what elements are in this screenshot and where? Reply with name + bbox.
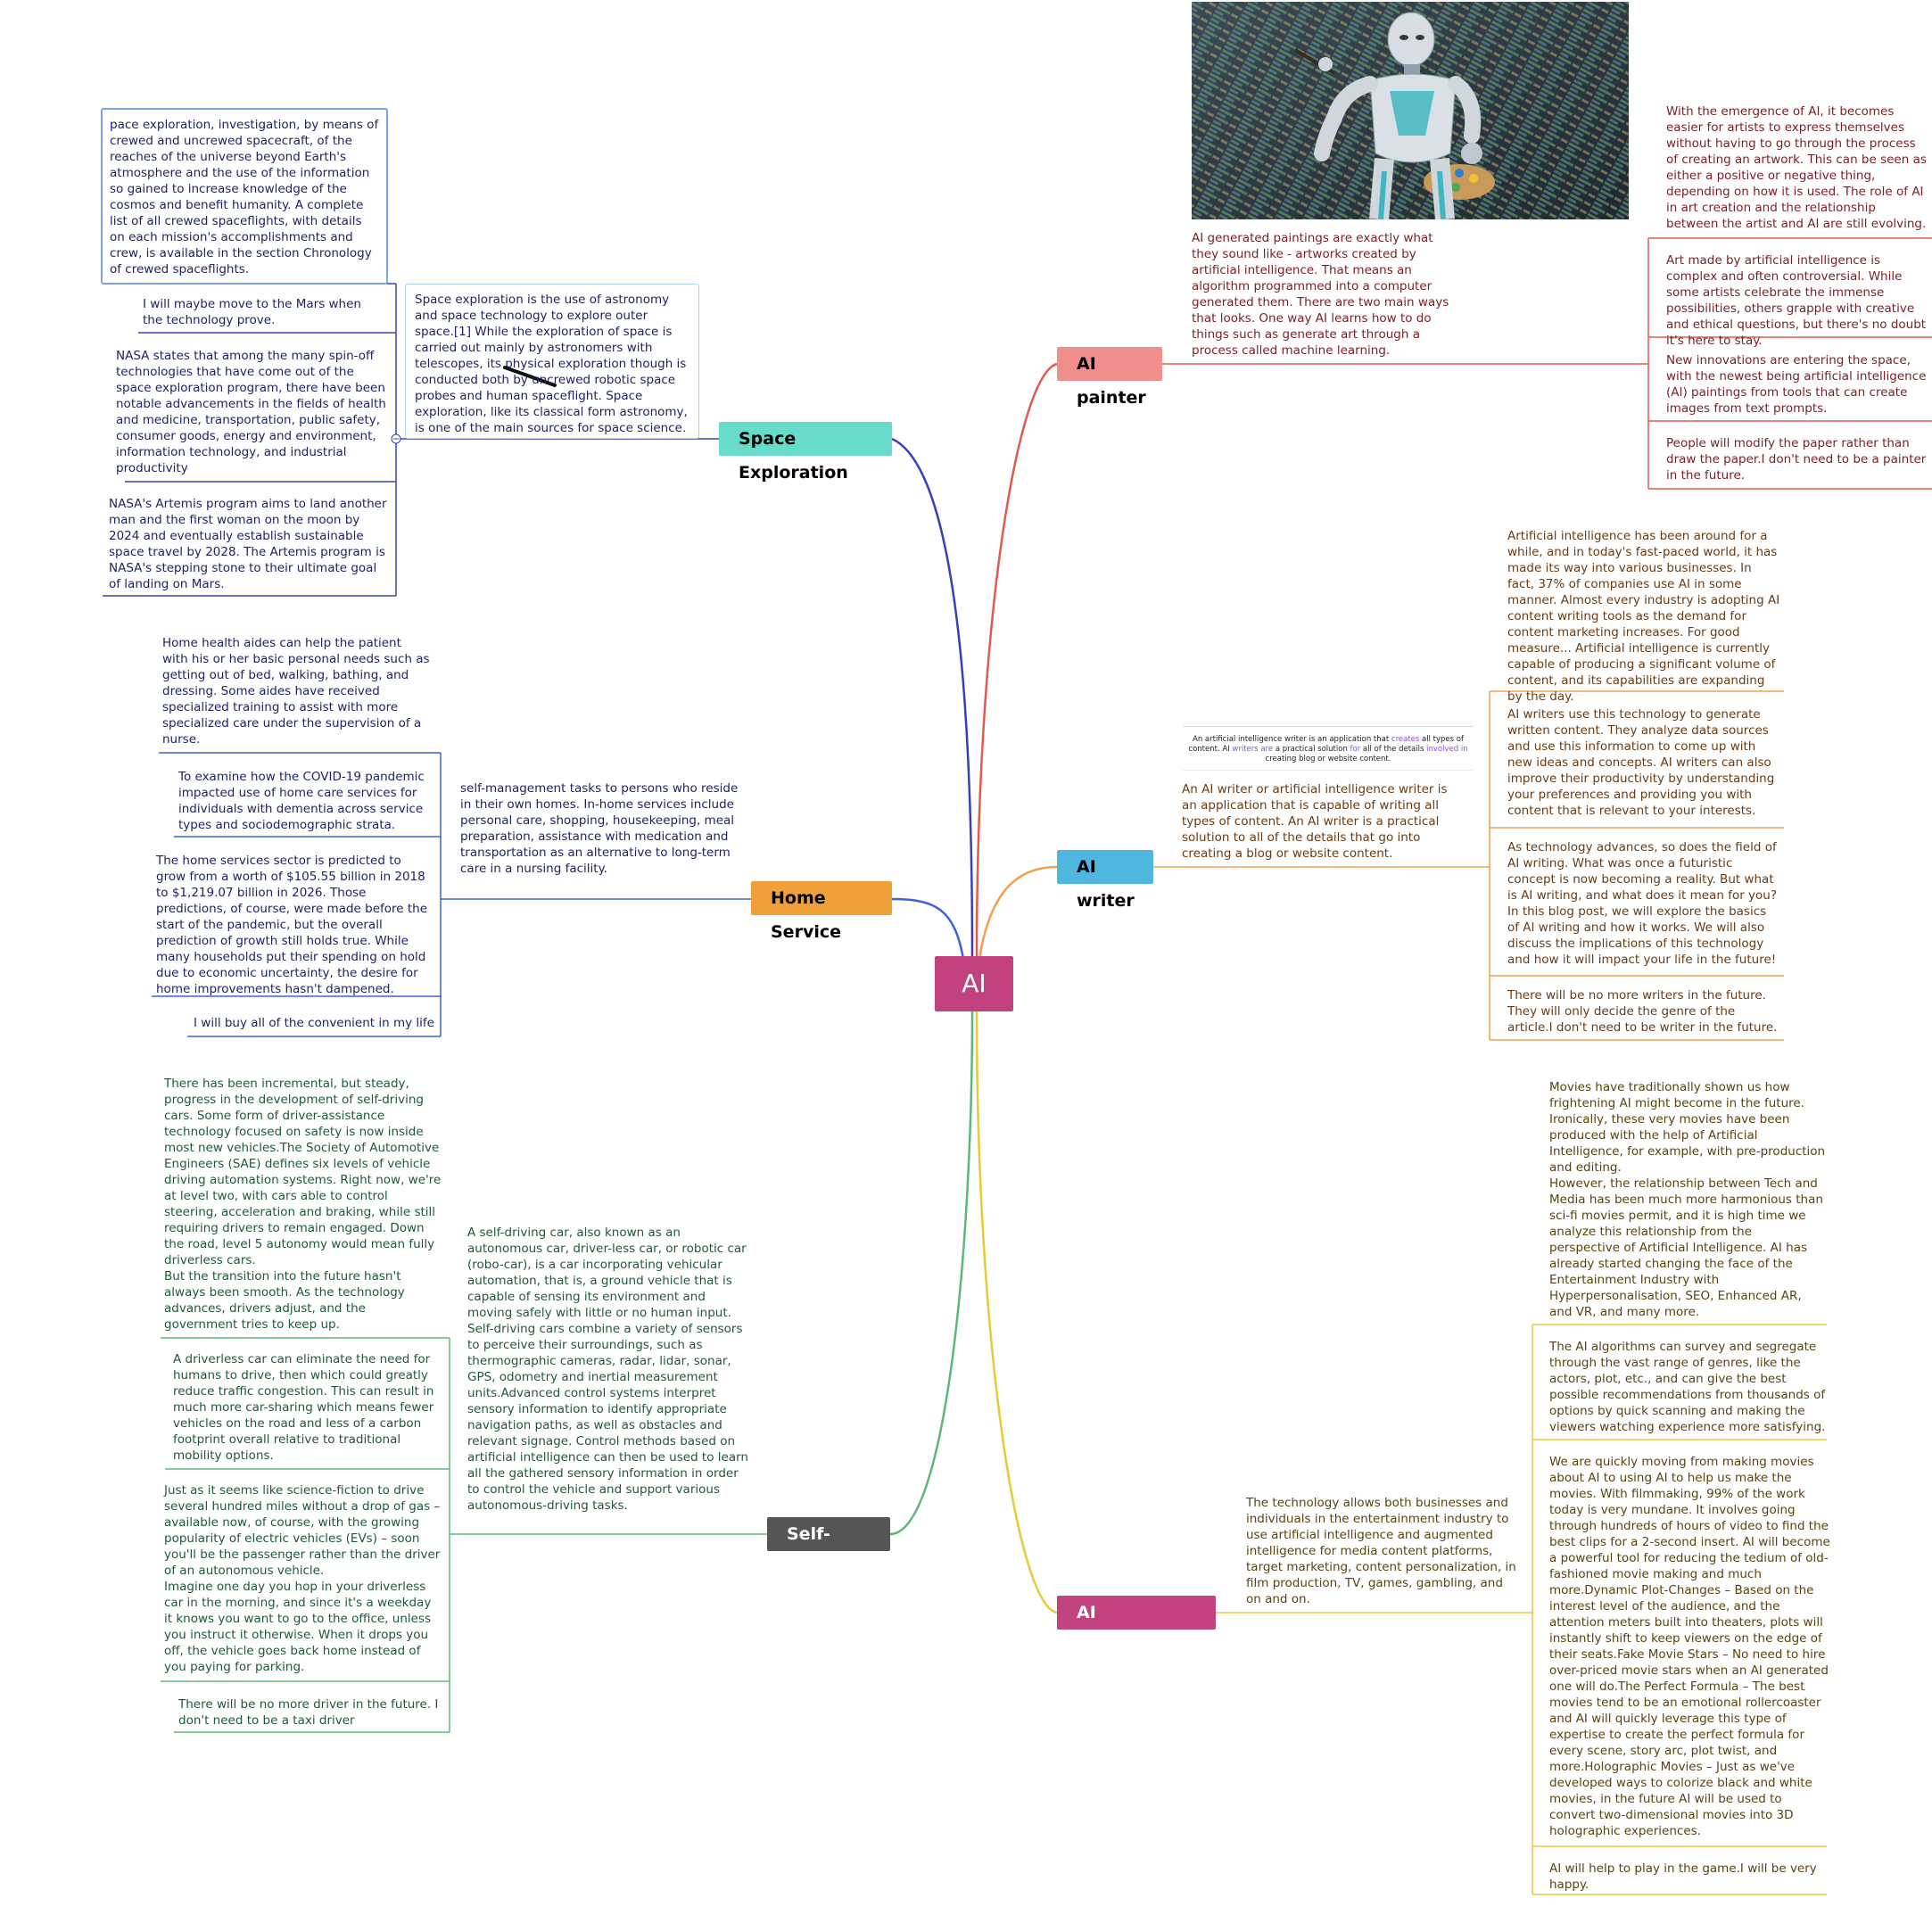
writer-image-highlight-3: for (1350, 745, 1361, 754)
home-note-4: I will buy all of the convenient in my l… (194, 1016, 434, 1030)
space-main-text: Space exploration is the use of astronom… (405, 284, 699, 439)
self-note-3: Just as it seems like science-fiction to… (164, 1483, 441, 1674)
painter-note-2: Art made by artificial intelligence is c… (1666, 253, 1927, 348)
painter-note-4: People will modify the paper rather than… (1666, 436, 1927, 483)
robot-painter-illustration (1192, 2, 1629, 219)
writer-image-highlight-1: creates (1391, 735, 1420, 744)
space-note-4: NASA's Artemis program aims to land anot… (109, 497, 387, 591)
entertainment-note-2: The AI algorithms can survey and segrega… (1549, 1340, 1826, 1434)
edge-writer (978, 865, 1058, 960)
writer-image-text-3: a practical solution (1273, 745, 1350, 754)
painter-note-1: With the emergence of AI, it becomes eas… (1666, 104, 1927, 231)
writer-note-2: AI writers use this technology to genera… (1507, 707, 1775, 818)
writer-note-3: As technology advances, so does the fiel… (1507, 840, 1778, 967)
painter-note-3: New innovations are entering the space, … (1666, 353, 1927, 416)
edge-self (889, 1011, 974, 1536)
writer-image-text-2: all types of content. AI (1188, 735, 1464, 754)
writer-note-1: Artificial intelligence has been around … (1507, 529, 1780, 704)
writer-note-4: There will be no more writers in the fut… (1507, 988, 1778, 1035)
writer-image-text-1: An artificial intelligence writer is an … (1193, 735, 1391, 744)
space-note-1: pace exploration, investigation, by mean… (101, 108, 388, 285)
topic-ai-entertainment[interactable]: AI Entertainment (1057, 1596, 1216, 1656)
edge-painter (975, 362, 1058, 960)
home-note-3: The home services sector is predicted to… (156, 854, 428, 996)
central-topic[interactable]: AI (935, 956, 1013, 1011)
writer-image-highlight-4: involved in (1426, 745, 1468, 754)
home-note-2: To examine how the COVID-19 pandemic imp… (178, 770, 425, 832)
space-note-2: I will maybe move to the Mars when the t… (143, 297, 361, 327)
topic-self-driving[interactable]: Self-driving (767, 1517, 890, 1578)
space-note-3: NASA states that among the many spin-off… (116, 349, 386, 475)
home-note-1: Home health aides can help the patient w… (162, 636, 430, 747)
writer-image-highlight-2: writers are (1232, 745, 1274, 754)
self-main-text: A self-driving car, also known as an aut… (467, 1226, 748, 1513)
edge-home (891, 897, 965, 960)
entertainment-main-text: The technology allows both businesses an… (1246, 1496, 1516, 1606)
entertainment-note-1: Movies have traditionally shown us how f… (1549, 1080, 1826, 1319)
entertainment-note-3: We are quickly moving from making movies… (1549, 1455, 1830, 1838)
writer-main-text: An AI writer or artificial intelligence … (1182, 782, 1448, 861)
robot-painter-image (1192, 2, 1629, 219)
topic-ai-writer[interactable]: AI writer (1057, 850, 1153, 911)
home-main-text: self-management tasks to persons who res… (460, 781, 739, 876)
self-note-1: There has been incremental, but steady, … (164, 1077, 442, 1332)
painter-main-text: AI generated paintings are exactly what … (1192, 231, 1449, 358)
topic-ai-painter[interactable]: AI painter (1057, 347, 1162, 408)
topic-space-exploration[interactable]: Space Exploration (719, 422, 892, 483)
self-note-4: There will be no more driver in the futu… (178, 1697, 439, 1728)
writer-image-text-5: creating blog or website content. (1265, 755, 1391, 763)
edge-space (891, 437, 974, 960)
entertainment-note-4: AI will help to play in the game.I will … (1549, 1861, 1817, 1892)
writer-image: An artificial intelligence writer is an … (1183, 726, 1474, 771)
edge-entertainment (975, 1011, 1058, 1614)
self-note-2: A driverless car can eliminate the need … (173, 1352, 434, 1463)
topic-home-service[interactable]: Home Service (751, 881, 892, 942)
writer-image-text-4: all of the details (1360, 745, 1427, 754)
